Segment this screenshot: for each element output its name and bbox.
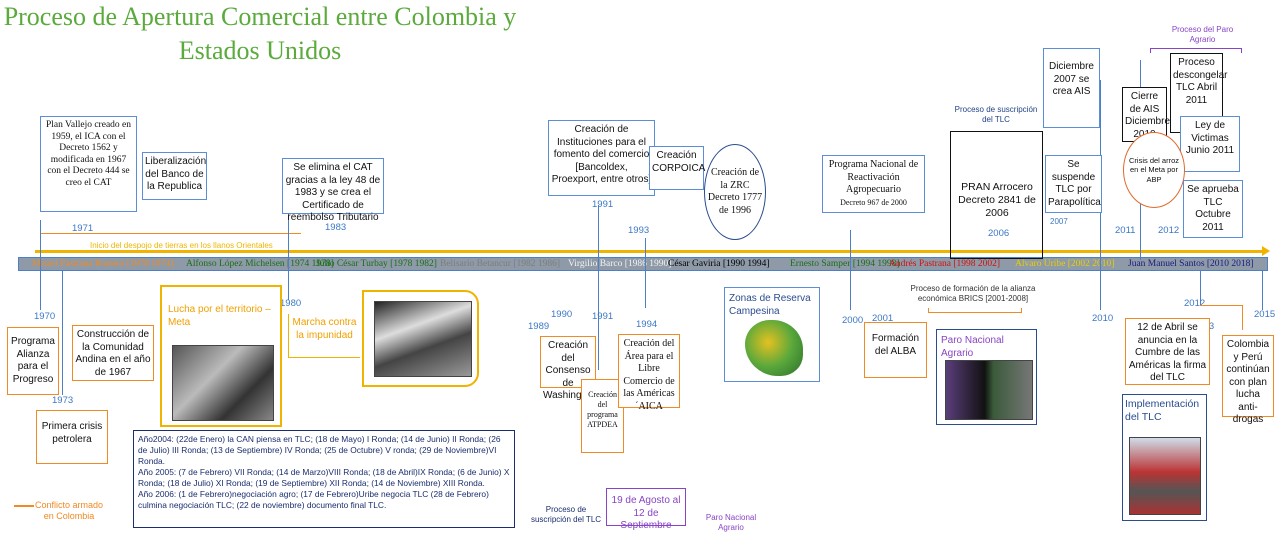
paro-agrario-bracket — [1150, 48, 1242, 53]
year-2012-top: 2012 — [1158, 225, 1180, 236]
year-1994: 1994 — [636, 319, 658, 330]
paro-agrario-label: Proceso del Paro Agrario — [1171, 25, 1234, 44]
year-2001: 2001 — [872, 313, 894, 324]
connector — [288, 210, 289, 300]
year-1989: 1989 — [528, 321, 550, 332]
president-label: Alfonso López Michelsen [1974 1978] — [186, 259, 334, 269]
year-1991-top: 1991 — [592, 199, 614, 210]
connector — [850, 230, 851, 310]
year-2010: 2010 — [1092, 313, 1114, 324]
event-peru: Colombia y Perú continúan con plan lucha… — [1222, 335, 1274, 425]
lucha-meta-label: Lucha por el territorio – Meta — [168, 304, 271, 328]
paro-nacional-photo — [945, 360, 1033, 420]
year-1970: 1970 — [34, 311, 56, 322]
connector — [598, 205, 599, 370]
event-corpoica: Creación CORPOICA — [649, 146, 705, 190]
event-cumbre: 12 de Abril se anuncia en la Cumbre de l… — [1125, 318, 1210, 385]
legend-line — [14, 505, 34, 507]
connector — [1262, 270, 1263, 310]
year-2007: 2007 — [1050, 217, 1068, 226]
event-zrc: Creación de la ZRC Decreto 1777 de 1996 — [704, 144, 766, 240]
event-liberalizacion: Liberalización del Banco de la Republica — [142, 152, 207, 200]
year-2006: 2006 — [988, 228, 1010, 239]
event-agosto: 19 de Agosto al 12 de Septiembre — [606, 488, 686, 531]
arrow-2013-down — [1242, 305, 1243, 330]
year-1980: 1980 — [280, 298, 302, 309]
suscripcion-bottom-label: Proceso de suscripción del TLC — [530, 505, 602, 524]
implementacion-label: Implementación del TLC — [1125, 398, 1200, 423]
event-atpdea: Creación del programa ATPDEA — [581, 379, 624, 453]
event-reactivacion: Programa Nacional de Reactivación Agrope… — [822, 155, 925, 213]
event-implementacion: Implementación del TLC — [1122, 394, 1207, 521]
connector — [645, 238, 646, 308]
year-2015: 2015 — [1254, 309, 1276, 320]
event-alba: Formación del ALBA — [864, 322, 927, 378]
note-2005: Año 2005: (7 de Febrero) VII Ronda; (14 … — [138, 467, 510, 488]
page-title: Proceso de Apertura Comercial entre Colo… — [3, 2, 517, 65]
president-label: Julio César Turbay [1978 1982] — [316, 259, 437, 269]
connector — [1200, 270, 1201, 305]
event-paro-nacional: Paro Nacional Agrario — [936, 329, 1037, 425]
year-1990: 1990 — [551, 309, 573, 320]
event-plan-vallejo: Plan Vallejo creado en 1959, el ICA con … — [40, 116, 137, 212]
year-1971: 1971 — [72, 223, 94, 234]
despojo-label: Inicio del despojo de tierras en los lla… — [90, 241, 273, 250]
year-1991-bottom: 1991 — [592, 311, 614, 322]
event-victimas: Ley de Victimas Junio 2011 — [1180, 116, 1240, 172]
negotiation-notes: Año2004: (22de Enero) la CAN piensa en T… — [133, 430, 515, 528]
year-2000: 2000 — [842, 315, 864, 326]
reactivacion-text: Programa Nacional de Reactivación Agrope… — [828, 159, 919, 195]
despojo-line — [35, 250, 1265, 253]
note-2004: Año2004: (22de Enero) la CAN piensa en T… — [138, 434, 501, 466]
year-1973: 1973 — [52, 395, 74, 406]
event-ais: Diciembre 2007 se crea AIS — [1043, 48, 1100, 128]
timeline-bar — [18, 257, 1268, 271]
event-zonas-reserva: Zonas de Reserva Campesina — [724, 287, 820, 382]
event-comunidad-andina: Construcción de la Comunidad Andina en e… — [72, 325, 154, 381]
brics-label: Proceso de formación de la alianza econó… — [910, 284, 1036, 303]
president-label: Misael Pastrana Borrero [1970 1974] — [32, 259, 174, 269]
event-crisis-petrolera: Primera crisis petrolera — [36, 410, 108, 464]
event-marcha: Marcha contra la impunidad — [288, 314, 360, 358]
year-2011: 2011 — [1115, 225, 1136, 236]
president-label: Alvaro Uribe [2002 2010] — [1015, 259, 1115, 269]
brics-bracket — [928, 308, 1022, 313]
event-aprueba: Se aprueba TLC Octubre 2011 — [1183, 180, 1243, 238]
legend-conflicto: Conflicto armado en Colombia — [34, 500, 104, 521]
president-label: César Gaviria [1990 1994] — [668, 259, 770, 269]
paro-bottom-label: Paro Nacional Agrario — [705, 513, 757, 532]
despojo-arrowhead — [1262, 246, 1270, 256]
lucha-meta-photo — [172, 345, 274, 421]
year-1983: 1983 — [325, 222, 347, 233]
event-marcha-frame — [362, 290, 479, 387]
event-alianza: Programa Alianza para el Progreso — [7, 327, 59, 395]
reactivacion-decreto: Decreto 967 de 2000 — [840, 197, 907, 207]
president-label: Andrés Pastrana [1998 2002] — [889, 259, 1001, 269]
zonas-reserva-label: Zonas de Reserva Campesina — [729, 293, 811, 317]
president-label: Juan Manuel Santos [2010 2018] — [1128, 259, 1254, 269]
president-label: Ernesto Samper [1994 1998] — [790, 259, 900, 269]
year-2012-bottom: 2012 — [1184, 298, 1206, 309]
president-label: Belisario Betancur [1982 1986] — [440, 259, 561, 269]
year-1993: 1993 — [628, 225, 650, 236]
connector — [40, 220, 41, 310]
event-suscripcion-box — [950, 131, 1043, 259]
marcha-photo — [374, 301, 472, 377]
note-2006: Año 2006: (1 de Febrero)negociación agro… — [138, 489, 489, 510]
event-cat: Se elimina el CAT gracias a la ley 48 de… — [282, 158, 384, 223]
implementacion-photo — [1129, 437, 1201, 515]
connector — [62, 270, 63, 395]
proceso-suscripcion-label: Proceso de suscripción del TLC — [954, 105, 1038, 124]
paro-nacional-label: Paro Nacional Agrario — [941, 335, 1004, 359]
despojo-bracket — [40, 233, 301, 240]
event-instituciones: Creación de Instituciones para el foment… — [548, 120, 655, 196]
event-pran: PRAN Arrocero Decreto 2841 de 2006 — [956, 178, 1038, 228]
arrow-2013 — [1200, 305, 1242, 306]
event-arroz: Crisis del arroz en el Meta por ABP — [1123, 132, 1185, 208]
president-label: Virgilio Barco [1986 1990] — [568, 259, 672, 269]
event-lucha-meta: Lucha por el territorio – Meta — [160, 285, 282, 427]
zonas-reserva-image — [745, 320, 803, 376]
event-parapolitica: Se suspende TLC por Parapolítica — [1045, 155, 1102, 213]
event-alca: Creación del Área para el Libre Comercio… — [618, 334, 680, 412]
